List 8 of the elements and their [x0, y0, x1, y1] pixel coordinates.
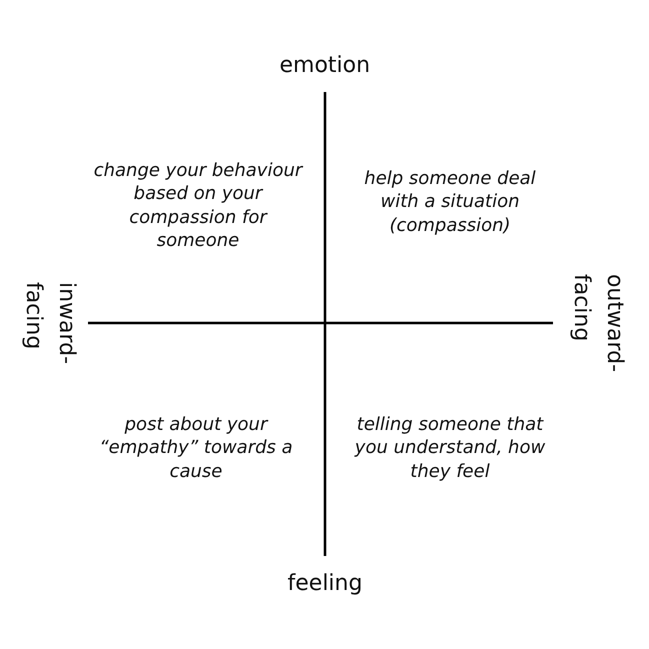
quadrant-text: telling someone that you understand, how they feel — [353, 413, 546, 484]
quadrant-text: help someone deal with a situation (compassion) — [363, 167, 537, 238]
axis-label: emotion — [280, 52, 370, 80]
axis-label: outward- facing — [568, 274, 628, 372]
quadrant-text: post about your “empathy” towards a cause — [98, 413, 294, 484]
quadrant-text: change your behaviour based on your compassion for someone — [92, 159, 304, 253]
axis-label: inward- facing — [20, 282, 80, 364]
axis-label: feeling — [288, 570, 362, 598]
